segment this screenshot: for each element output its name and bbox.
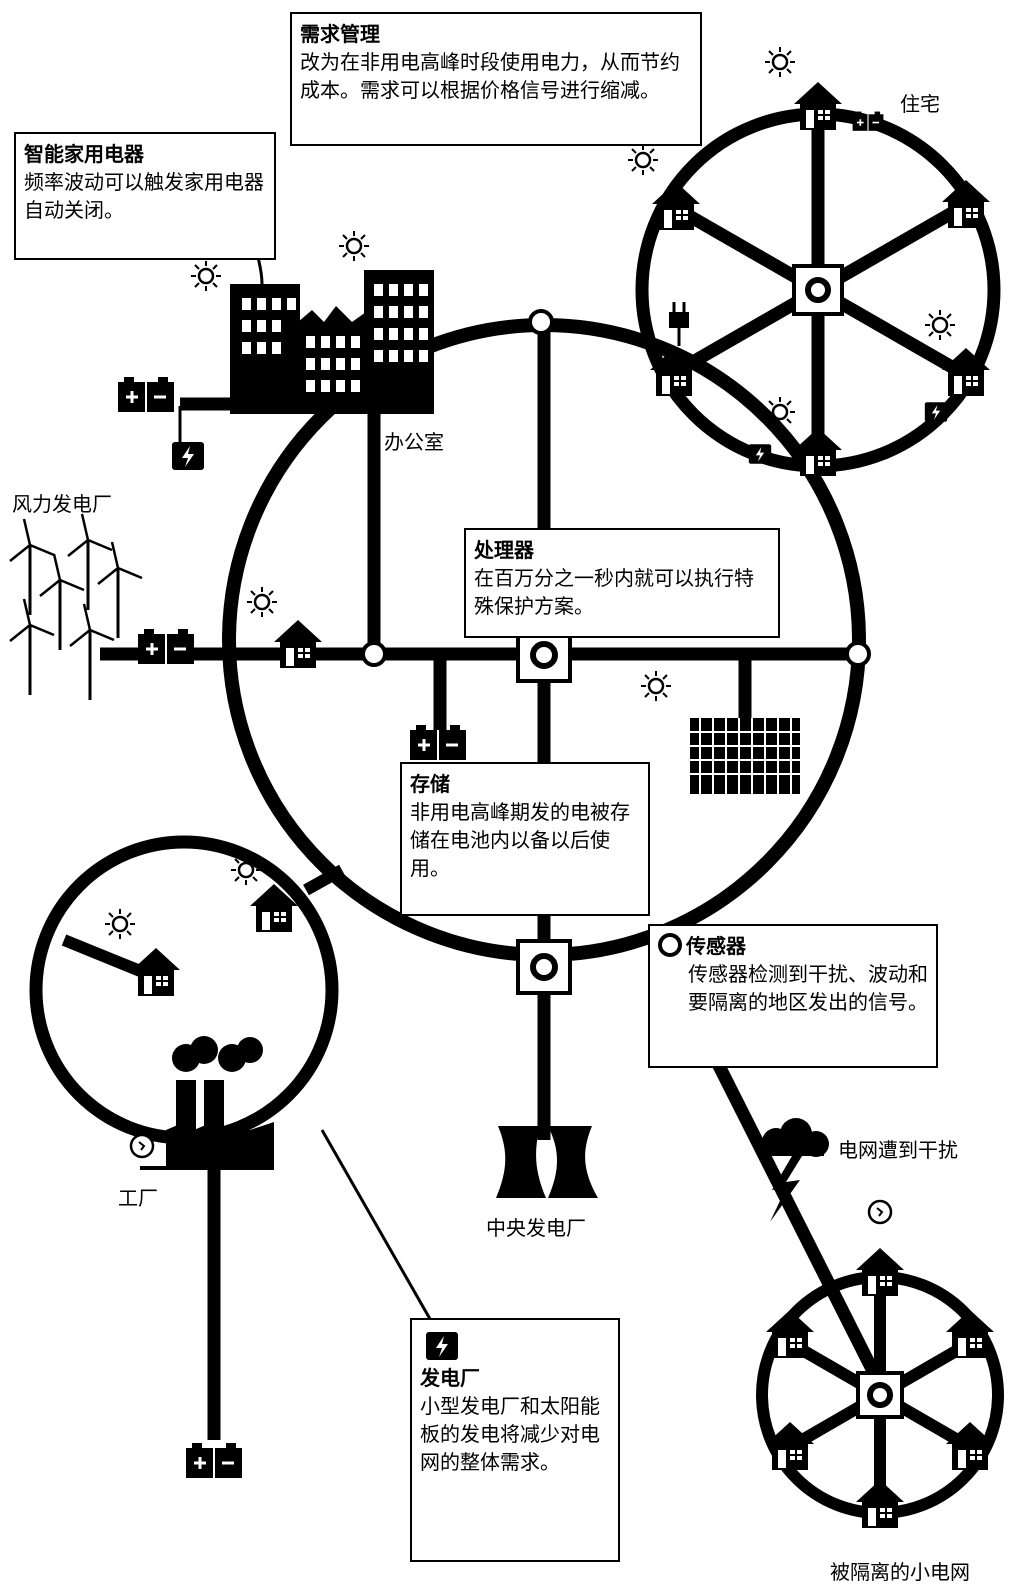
plug-icon (669, 302, 689, 346)
callout-body: 改为在非用电高峰时段使用电力，从而节约成本。需求可以根据价格信号进行缩减。 (300, 50, 680, 102)
callout-body: 传感器检测到干扰、波动和要隔离的地区发出的信号。 (688, 962, 928, 1014)
battery-icon (184, 1441, 244, 1480)
factory-ring (29, 835, 345, 1170)
islanded-microgrid-ring (756, 1199, 1004, 1529)
sun-icon (337, 229, 371, 263)
junction-right (845, 641, 871, 667)
house-icon (765, 1309, 815, 1359)
sensor-title-text: 传感器 (686, 934, 746, 958)
junction-left (361, 641, 387, 667)
generation-callout: 发电厂 小型发电厂和太阳能板的发电将减少对电网的整体需求。 (410, 1318, 620, 1562)
storm-icon (762, 1118, 829, 1222)
callout-title: 发电厂 (420, 1366, 480, 1390)
wind-farm-label: 风力发电厂 (12, 492, 112, 516)
callout-body: 在百万分之一秒内就可以执行特殊保护方案。 (474, 566, 754, 618)
meter-icon (867, 1199, 893, 1225)
sensor-callout: 传感器 传感器检测到干扰、波动和要隔离的地区发出的信号。 (648, 924, 938, 1068)
house-icon (855, 1479, 905, 1529)
callout-body: 非用电高峰期发的电被存储在电池内以备以后使用。 (410, 800, 630, 880)
bolt-icon (748, 444, 772, 464)
battery-icon (851, 110, 885, 132)
residential-ring (626, 45, 1001, 477)
residential-label: 住宅 (900, 92, 940, 116)
callout-title: 处理器 (474, 538, 534, 562)
bolt-icon (924, 402, 948, 422)
callout-title: 需求管理 (300, 22, 380, 46)
disturbance-label: 电网遭到干扰 (838, 1138, 958, 1162)
processor-callout: 处理器 在百万分之一秒内就可以执行特殊保护方案。 (464, 528, 780, 638)
sun-icon (626, 143, 660, 177)
solar-panel-icon (639, 669, 800, 794)
bolt-icon (172, 442, 204, 470)
cooling-towers-icon (496, 1126, 598, 1198)
house-icon (793, 81, 843, 131)
sensor-node-icon (516, 939, 572, 995)
house-icon (793, 427, 843, 477)
bolt-icon (426, 1332, 458, 1360)
storage-callout: 存储 非用电高峰期发的电被存储在电池内以备以后使用。 (400, 762, 650, 916)
factory-icon (166, 1036, 274, 1170)
office-label: 办公室 (384, 430, 444, 454)
callout-body: 频率波动可以触发家用电器自动关闭。 (24, 170, 264, 222)
sun-icon (189, 259, 223, 293)
wind-turbines (8, 512, 144, 702)
house-icon (273, 619, 323, 669)
central-plant-label: 中央发电厂 (486, 1216, 586, 1240)
smart-appliance-callout: 智能家用电器 频率波动可以触发家用电器自动关闭。 (14, 132, 276, 260)
junction-top (528, 309, 554, 335)
callout-title: 传感器 (658, 932, 928, 960)
battery-icon (408, 723, 468, 762)
sun-icon (923, 308, 957, 342)
house-icon (945, 1309, 995, 1359)
sensor-ring-icon (658, 933, 682, 957)
battery-icon (136, 627, 196, 666)
battery-icon (116, 375, 176, 414)
callout-title: 存储 (410, 772, 450, 796)
demand-management-callout: 需求管理 改为在非用电高峰时段使用电力，从而节约成本。需求可以根据价格信号进行缩… (290, 12, 702, 146)
house-icon (651, 181, 701, 231)
house-icon (855, 1247, 905, 1297)
callout-title: 智能家用电器 (24, 142, 144, 166)
sun-icon (763, 395, 797, 429)
house-icon (941, 179, 991, 229)
office-buildings (116, 216, 434, 470)
meter-icon (129, 1133, 155, 1159)
sun-icon (763, 45, 797, 79)
sun-icon (245, 585, 279, 619)
callout-body: 小型发电厂和太阳能板的发电将减少对电网的整体需求。 (420, 1394, 600, 1474)
factory-label: 工厂 (118, 1186, 158, 1210)
islanded-microgrid-label: 被隔离的小电网 (830, 1560, 970, 1584)
